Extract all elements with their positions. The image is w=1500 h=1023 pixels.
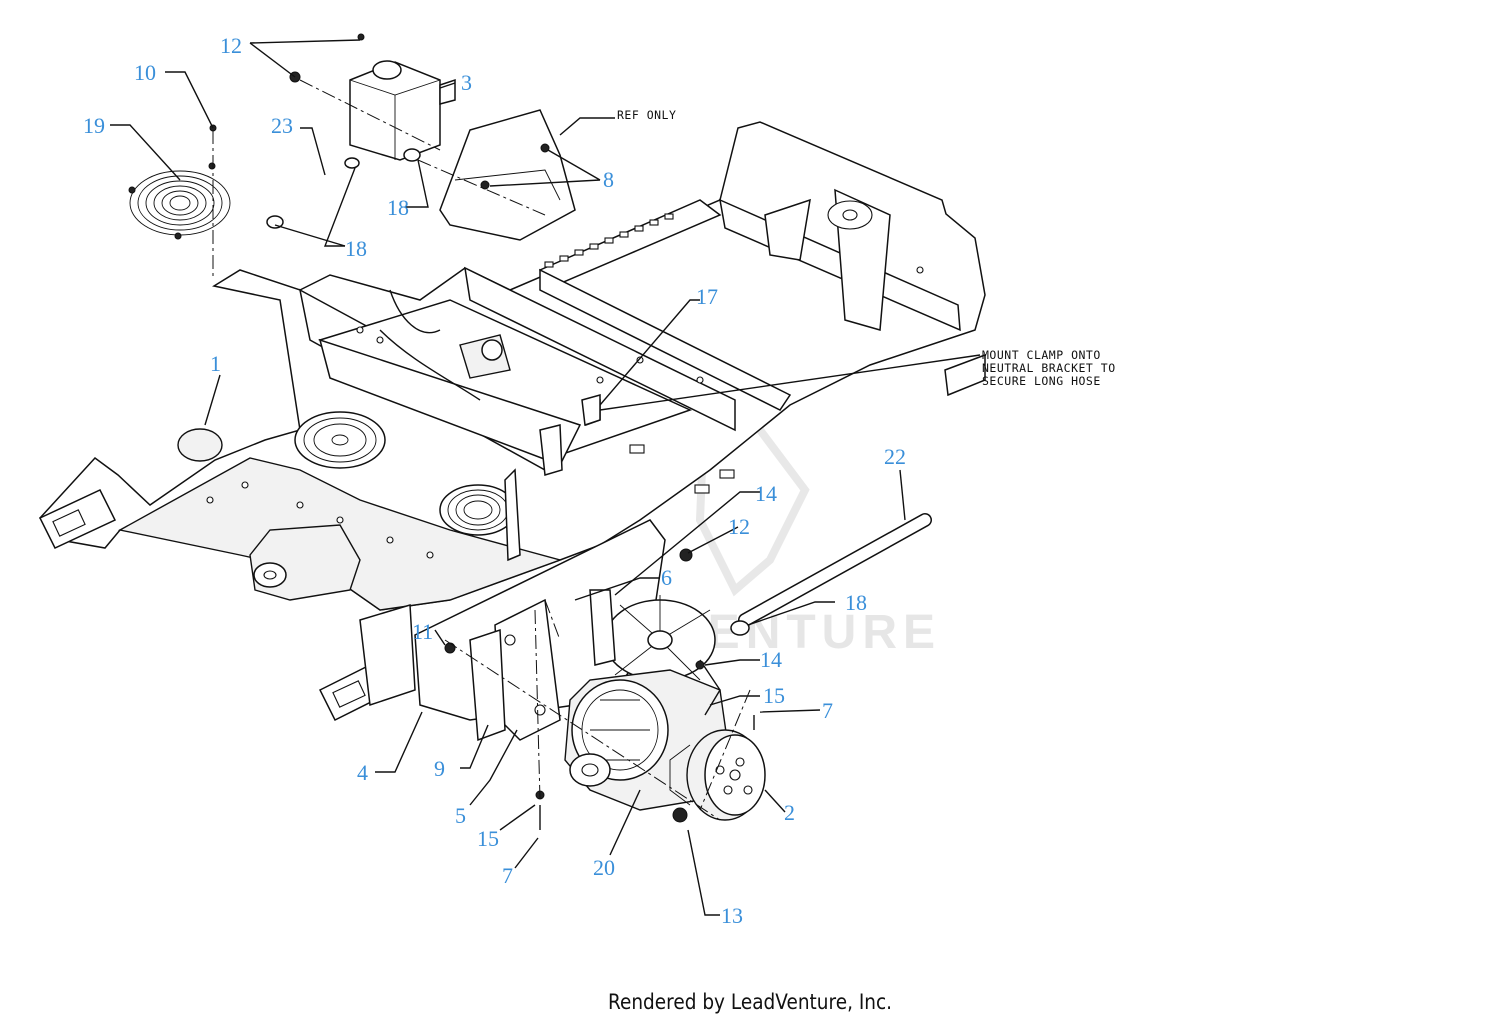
callout-22[interactable]: 22 xyxy=(884,444,906,469)
callout-5[interactable]: 5 xyxy=(455,803,466,828)
hose-22 xyxy=(730,513,932,636)
callout-7[interactable]: 7 xyxy=(822,698,833,723)
note-mount-line2: NEUTRAL BRACKET TO xyxy=(982,361,1116,375)
callout-10[interactable]: 10 xyxy=(134,60,156,85)
callout-9[interactable]: 9 xyxy=(434,756,445,781)
callout-18[interactable]: 18 xyxy=(845,590,867,615)
note-mount-line3: SECURE LONG HOSE xyxy=(982,374,1101,388)
cooling-fan-left xyxy=(294,411,386,469)
callout-14[interactable]: 14 xyxy=(760,647,782,672)
callout-3[interactable]: 3 xyxy=(461,70,472,95)
wheel-hub-2 xyxy=(669,729,766,821)
frame-holes xyxy=(206,213,924,559)
callout-4[interactable]: 4 xyxy=(357,760,368,785)
chassis-frame xyxy=(38,121,986,722)
callout-20[interactable]: 20 xyxy=(593,855,615,880)
footer-credit: Rendered by LeadVenture, Inc. xyxy=(607,990,893,1014)
callout-17[interactable]: 17 xyxy=(696,284,718,309)
callout-15[interactable]: 15 xyxy=(477,826,499,851)
callout-13[interactable]: 13 xyxy=(721,903,743,928)
callout-19[interactable]: 19 xyxy=(83,113,105,138)
callout-1[interactable]: 1 xyxy=(210,351,221,376)
callout-14[interactable]: 14 xyxy=(755,481,777,506)
reservoir-3 xyxy=(349,33,456,161)
callout-18[interactable]: 18 xyxy=(387,195,409,220)
callout-15[interactable]: 15 xyxy=(763,683,785,708)
note-mount-line1: MOUNT CLAMP ONTO xyxy=(982,348,1101,362)
hardware xyxy=(209,71,755,830)
callout-23[interactable]: 23 xyxy=(271,113,293,138)
callout-2[interactable]: 2 xyxy=(784,800,795,825)
callout-7[interactable]: 7 xyxy=(502,863,513,888)
callout-6[interactable]: 6 xyxy=(661,565,672,590)
left-transmission xyxy=(177,428,361,601)
transmission-assembly-20 xyxy=(564,595,766,821)
leader-lines xyxy=(110,39,981,916)
note-ref-only: REF ONLY xyxy=(617,108,676,122)
callout-12[interactable]: 12 xyxy=(728,514,750,539)
callout-11[interactable]: 11 xyxy=(412,619,433,644)
assembly-lines xyxy=(212,79,751,821)
bracket-8 xyxy=(439,109,576,241)
fan-guard-19 xyxy=(128,162,231,240)
hose-23 xyxy=(266,148,421,229)
callout-18[interactable]: 18 xyxy=(345,236,367,261)
callout-8[interactable]: 8 xyxy=(603,167,614,192)
fan-guard-right xyxy=(439,484,517,536)
callout-12[interactable]: 12 xyxy=(220,33,242,58)
callouts: 12 10 19 23 3 8 18 18 1 17 22 14 12 6 18… xyxy=(83,33,906,928)
